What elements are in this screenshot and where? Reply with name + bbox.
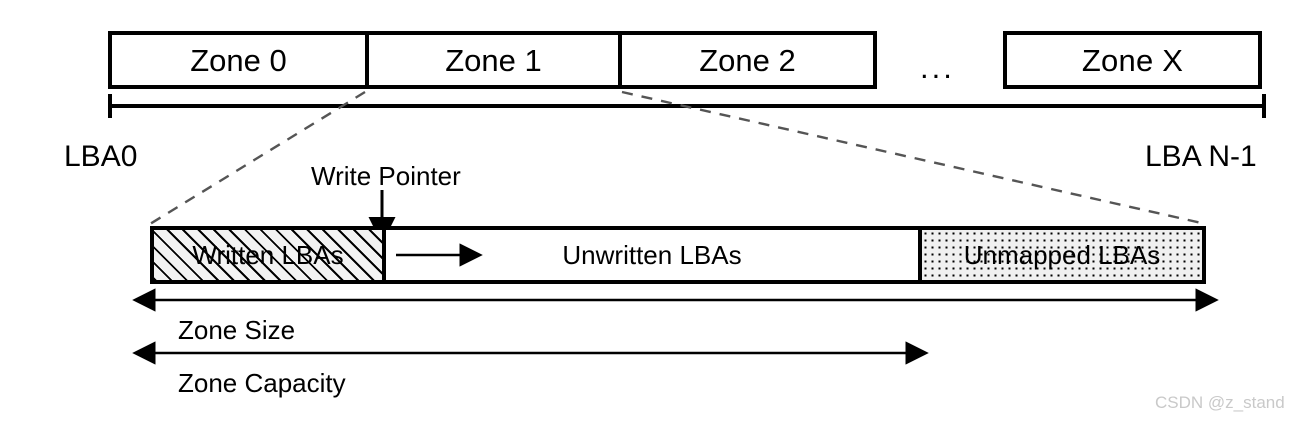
segment-written-lbas[interactable]: Written LBAs — [150, 226, 386, 284]
zone-strip-ellipsis: ... — [920, 50, 955, 85]
zone-size-arrow — [132, 288, 1219, 312]
segment-unmapped-lbas[interactable]: Unmapped LBAs — [918, 226, 1206, 284]
zone-box-x[interactable]: Zone X — [1003, 31, 1262, 89]
projection-line-right — [621, 90, 1207, 226]
lba-range-tick-start — [108, 94, 112, 118]
zone-box-1[interactable]: Zone 1 — [365, 35, 618, 85]
zone-box-0-label: Zone 0 — [190, 42, 287, 78]
lba-start-label: LBA0 — [64, 140, 138, 173]
zone-box-1-label: Zone 1 — [445, 42, 542, 78]
zone-box-2[interactable]: Zone 2 — [618, 35, 873, 85]
lba-end-label: LBA N-1 — [1145, 140, 1257, 173]
segment-unwritten-lbas-label: Unwritten LBAs — [562, 240, 742, 270]
write-pointer-label: Write Pointer — [311, 161, 461, 191]
zone-box-x-label: Zone X — [1081, 42, 1184, 78]
segment-unwritten-lbas[interactable]: Unwritten LBAs — [382, 226, 922, 284]
watermark: CSDN @z_stand — [1155, 393, 1285, 412]
segment-written-lbas-label: Written LBAs — [192, 240, 344, 270]
zone-box-2-label: Zone 2 — [699, 42, 796, 78]
zone-size-label: Zone Size — [178, 315, 296, 345]
zone-box-0[interactable]: Zone 0 — [112, 35, 365, 85]
zone-strip-group: Zone 0 Zone 1 Zone 2 — [108, 31, 877, 89]
segment-unmapped-lbas-label: Unmapped LBAs — [963, 240, 1161, 270]
lba-range-tick-end — [1262, 94, 1266, 118]
projection-line-left — [149, 90, 366, 226]
lba-range-line — [108, 104, 1266, 108]
zone-capacity-label: Zone Capacity — [178, 368, 346, 398]
